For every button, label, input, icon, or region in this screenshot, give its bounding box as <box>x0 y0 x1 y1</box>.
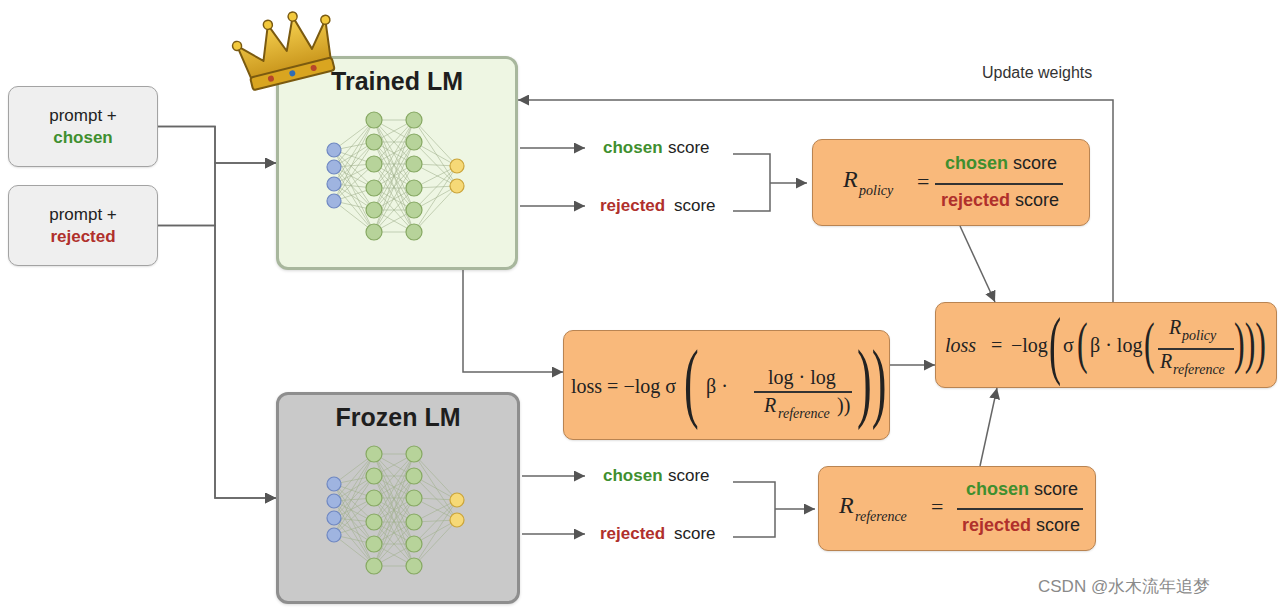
box-title: Frozen LM <box>279 403 517 432</box>
formula-symbol: loss <box>945 334 976 357</box>
formula-symbol: = <box>917 169 929 194</box>
arrow-connector <box>158 127 276 164</box>
formula-box: Rpolicy=chosenscorerejectedscore <box>812 139 1090 226</box>
box-text: prompt + <box>9 205 157 225</box>
formula-subscript: reference <box>855 509 907 525</box>
formula-box: Rreference=chosenscorerejectedscore <box>818 466 1096 551</box>
score-label: score <box>674 524 716 544</box>
score-label: rejected <box>600 196 665 216</box>
formula-box: loss = −log σ ( β · log · logRreference)))) <box>563 330 890 440</box>
arrow-connector <box>518 100 1113 302</box>
formula-text: −log <box>1011 334 1048 357</box>
fraction-bar <box>1158 348 1234 350</box>
formula-text: log · log <box>768 366 836 389</box>
formula-text: )) <box>837 394 850 417</box>
fraction-bar <box>935 183 1063 185</box>
formula-bracket: ( <box>1077 313 1088 371</box>
fraction-bar <box>957 508 1083 510</box>
formula-symbol: R <box>843 166 858 194</box>
formula-box: loss=−log(σ(β · log(RpolicyRreference))) <box>935 302 1277 388</box>
box-text: rejected <box>9 227 157 247</box>
formula-text: score <box>1015 190 1059 211</box>
formula-text: rejected <box>962 515 1031 536</box>
formula-text: β · log <box>1090 334 1142 357</box>
formula-symbol: = <box>931 494 943 519</box>
formula-symbol: R <box>839 492 854 520</box>
arrow-connector <box>960 226 995 302</box>
neural-network-icon <box>327 446 464 574</box>
arrow-connector <box>980 388 997 466</box>
fraction-bar <box>754 391 852 393</box>
watermark: CSDN @水木流年追梦 <box>1038 577 1210 597</box>
formula-bracket: ( <box>1049 307 1061 383</box>
formula-text: score <box>1034 479 1078 500</box>
formula-bracket: ( <box>1144 313 1155 371</box>
model-box: Trained LM <box>276 56 518 270</box>
formula-subscript: policy <box>859 183 893 199</box>
edge-label: Update weights <box>982 64 1092 82</box>
arrow-connector <box>890 364 935 366</box>
neural-network-icon <box>327 112 464 240</box>
formula-subscript: reference <box>778 406 830 422</box>
box-text: prompt + <box>9 106 157 126</box>
score-label: score <box>668 466 710 486</box>
box-text: chosen <box>9 128 157 148</box>
score-label: chosen <box>603 138 663 158</box>
arrow-connector <box>158 163 276 226</box>
formula-text: = <box>991 334 1002 357</box>
crown-icon <box>228 4 342 93</box>
score-label: score <box>668 138 710 158</box>
arrow-connector <box>463 270 563 372</box>
arrow-connector <box>158 226 276 499</box>
score-arrows <box>520 148 815 537</box>
score-label: rejected <box>600 524 665 544</box>
formula-text: score <box>1036 515 1080 536</box>
formula-text: rejected <box>941 190 1010 211</box>
formula-subscript: reference <box>1173 362 1225 378</box>
formula-bracket: )) <box>857 339 886 427</box>
formula-text: loss = −log σ <box>571 375 676 398</box>
score-label: chosen <box>603 466 663 486</box>
formula-bracket: ))) <box>1234 313 1266 371</box>
formula-subscript: policy <box>1182 328 1216 344</box>
formula-text: chosen <box>945 153 1008 174</box>
formula-text: chosen <box>966 479 1029 500</box>
input-box: prompt +rejected <box>8 185 158 266</box>
score-label: score <box>674 196 716 216</box>
formula-text: β · <box>706 375 728 398</box>
formula-symbol: R <box>1169 316 1181 339</box>
formula-symbol: R <box>1160 350 1172 373</box>
arrow-connector <box>158 127 276 499</box>
formula-bracket: ( <box>684 339 699 427</box>
input-box: prompt +chosen <box>8 86 158 167</box>
formula-symbol: R <box>764 394 776 417</box>
formula-text: score <box>1013 153 1057 174</box>
formula-text: σ <box>1063 334 1074 357</box>
